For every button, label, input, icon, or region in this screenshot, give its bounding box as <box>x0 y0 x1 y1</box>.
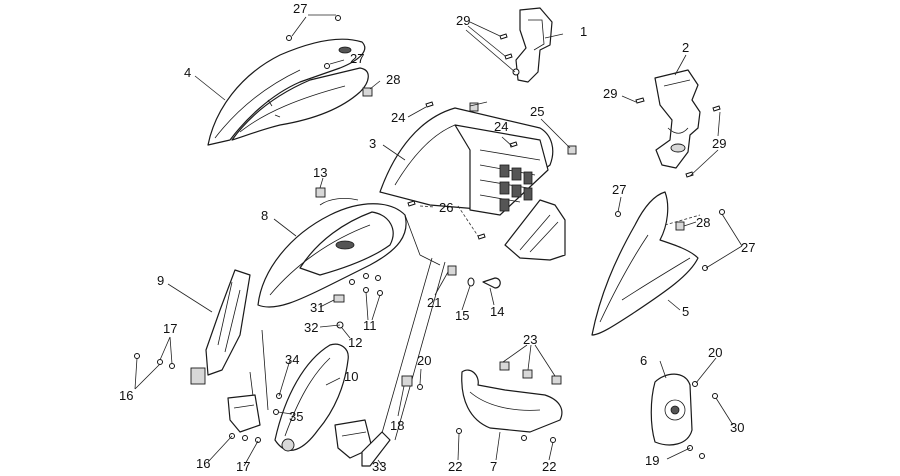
label-32: 32 <box>304 320 318 335</box>
label-29-top: 29 <box>456 13 470 28</box>
label-24-center: 24 <box>494 119 508 134</box>
label-28-right: 28 <box>696 215 710 230</box>
label-20-top: 20 <box>708 345 722 360</box>
label-22-left: 22 <box>448 459 462 474</box>
label-34: 34 <box>285 352 299 367</box>
label-14: 14 <box>490 304 504 319</box>
label-24-left: 24 <box>391 110 405 125</box>
part-9-fork-guard <box>190 269 251 385</box>
small-fasteners <box>134 265 501 467</box>
label-3: 3 <box>369 136 376 151</box>
label-17-bottom: 17 <box>236 459 250 474</box>
label-28-upper: 28 <box>386 72 400 87</box>
label-12: 12 <box>348 335 362 350</box>
label-33: 33 <box>372 459 386 474</box>
part-13-clip <box>315 187 326 198</box>
label-20-bottom: 19 <box>645 453 659 468</box>
label-23: 23 <box>523 332 537 347</box>
part-3-radiator-frame <box>379 101 577 261</box>
fork-legs <box>227 257 446 459</box>
part-26-screws <box>407 200 486 240</box>
label-13: 13 <box>313 165 327 180</box>
part-1-bracket <box>499 7 553 83</box>
label-29-lower: 29 <box>712 136 726 151</box>
leader-lines <box>134 14 743 468</box>
label-6: 6 <box>640 353 647 368</box>
label-4: 4 <box>184 65 191 80</box>
label-18: 18 <box>390 418 404 433</box>
part-5-side-cover <box>591 191 725 336</box>
part-2-bracket <box>635 69 721 178</box>
label-27-right-top: 27 <box>612 182 626 197</box>
label-17-left: 17 <box>163 321 177 336</box>
part-6-headlight-housing <box>650 373 718 459</box>
callout-labels: 27 29 1 2 27 4 28 29 25 24 24 3 29 13 27… <box>119 1 755 474</box>
label-30: 30 <box>730 420 744 435</box>
label-27-top: 27 <box>293 1 307 16</box>
part-7-skid-plate <box>456 361 563 443</box>
label-8: 8 <box>261 208 268 223</box>
label-15: 15 <box>455 308 469 323</box>
label-10: 10 <box>344 369 358 384</box>
label-35: 35 <box>289 409 303 424</box>
label-9: 9 <box>157 273 164 288</box>
part-4-side-cover <box>207 15 373 146</box>
label-2: 2 <box>682 40 689 55</box>
fender-screws <box>349 273 383 296</box>
label-19: 20 <box>417 353 431 368</box>
label-22-right: 22 <box>542 459 556 474</box>
label-16-left: 16 <box>119 388 133 403</box>
label-29-right: 29 <box>603 86 617 101</box>
part-8-front-fender <box>257 198 441 329</box>
label-11: 11 <box>363 318 377 333</box>
label-16-bottom: 16 <box>196 456 210 471</box>
part-10-disc-guard <box>274 343 349 452</box>
label-7: 7 <box>490 459 497 474</box>
label-26: 26 <box>439 200 453 215</box>
label-25: 25 <box>530 104 544 119</box>
label-27-upper: 27 <box>350 51 364 66</box>
label-21: 21 <box>427 295 441 310</box>
label-5: 5 <box>682 304 689 319</box>
label-27-right: 27 <box>741 240 755 255</box>
label-31: 31 <box>310 300 324 315</box>
label-1: 1 <box>580 24 587 39</box>
